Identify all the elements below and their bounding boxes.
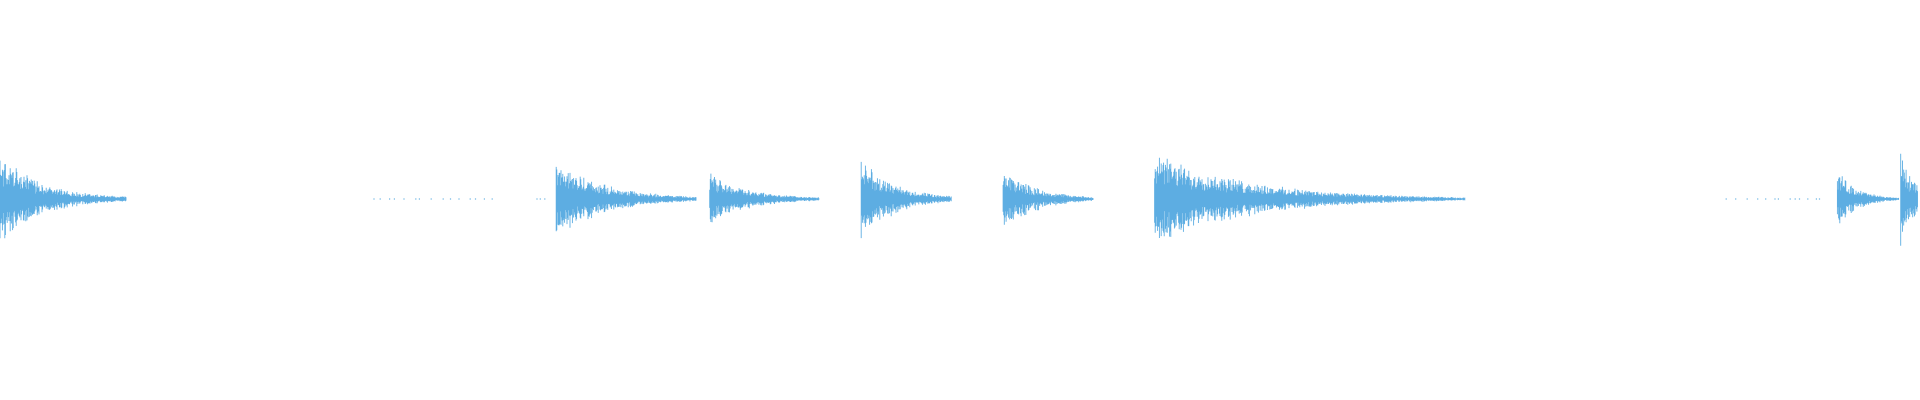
waveform-sparse-noise-2 xyxy=(536,198,546,200)
waveform-sparse-noise-1 xyxy=(373,198,493,200)
waveform-transient-8 xyxy=(1900,153,1918,246)
waveform-transient-6 xyxy=(1154,157,1466,238)
waveform-transient-7 xyxy=(1836,176,1900,224)
waveform-transients xyxy=(0,153,1918,246)
waveform-transient-2 xyxy=(555,166,697,232)
waveform-sparse-noise-3 xyxy=(1725,198,1821,200)
waveform-transient-1 xyxy=(0,160,127,239)
waveform-transient-3 xyxy=(709,173,820,223)
waveform-transient-5 xyxy=(1002,176,1094,225)
waveform-transient-4 xyxy=(860,161,952,239)
